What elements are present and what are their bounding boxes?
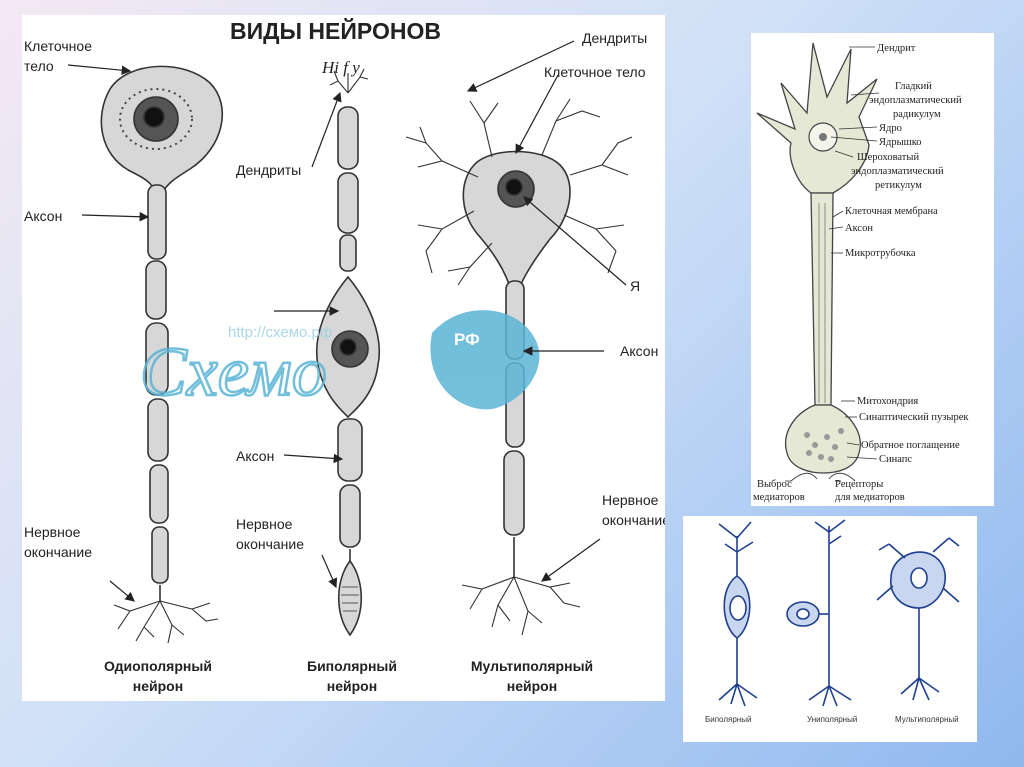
diagram-title: ВИДЫ НЕЙРОНОВ [230,17,441,44]
label-mitochondria: Митохондрия [857,396,918,407]
label-cell-body-1: Клеточное [24,38,92,54]
label-nerve-end-left-1: Нервное [24,524,81,540]
neuron-sketches-panel: Биполярный Униполярный Мультиполярный [683,516,977,742]
neuron-types-diagram: ВИДЫ НЕЙРОНОВ Hi f y [24,17,665,694]
label-release-2: медиаторов [753,492,805,503]
neuron-structure-diagram: Дендрит Гладкий эндоплазматический радик… [753,42,969,503]
label-axon-right: Аксон [620,343,658,359]
label-nerve-end-left-2: окончание [24,544,92,560]
label-smooth-er-3: радикулум [893,109,941,120]
caption-bipolar-1: Биполярный [307,658,397,674]
label-axon-left: Аксон [24,208,62,224]
label-nerve-end-mid-2: окончание [236,536,304,552]
label-cut-letter: Я [630,278,640,294]
label-nucleolus: Ядрышко [879,137,922,148]
caption-bipolar-2: нейрон [327,678,377,694]
label-axon-mid: Аксон [236,448,274,464]
neuron-types-panel: ВИДЫ НЕЙРОНОВ Hi f y [22,15,665,701]
label-rough-er-1: Шероховатый [857,152,919,163]
caption-multipolar-2: нейрон [507,678,557,694]
label-reuptake: Обратное поглащение [861,440,960,451]
label-nucleus: Ядро [879,123,902,134]
label-vesicle: Синаптический пузырек [859,412,969,423]
greek-annotation: Hi f y [321,58,360,77]
label-nerve-end-mid-1: Нервное [236,516,293,532]
watermark-url: http://схемо.рф [228,324,332,341]
label-nerve-end-right-2: окончание [602,512,665,528]
label-release-1: Выброс [757,479,792,490]
sketch-bipolar [718,521,758,707]
label-receptors-2: для медиаторов [835,492,905,503]
label-rough-er-2: эндоплазматический [851,166,944,177]
label-smooth-er-1: Гладкий [895,81,932,92]
label-dendrites-top: Дендриты [582,30,647,46]
sketch-multipolar [876,537,960,701]
label-cell-body-right: Клеточное тело [544,64,646,80]
label-smooth-er-2: эндоплазматический [869,95,962,106]
label-microtubule: Микротрубочка [845,248,916,259]
label-synapse: Синапс [879,454,912,465]
label-dendrites-mid: Дендриты [236,162,301,178]
sketch-unipolar [786,519,852,707]
caption-multipolar-1: Мультиполярный [471,658,593,674]
watermark-badge: РФ [454,330,480,349]
unipolar-neuron [100,65,224,644]
caption-unipolar-1: Одиополярный [104,658,212,674]
label-dendrite: Дендрит [877,43,916,54]
watermark: http://схемо.рф Схемо РФ [139,310,540,412]
label-receptors-1: Рецепторы [835,479,883,490]
caption-sketch-unipolar: Униполярный [807,715,857,724]
neuron-sketches-diagram: Биполярный Униполярный Мультиполярный [705,519,960,724]
label-axon-structure: Аксон [845,223,873,234]
caption-sketch-bipolar: Биполярный [705,715,751,724]
label-membrane: Клеточная мембрана [845,206,938,217]
watermark-logo: Схемо [140,334,327,411]
label-rough-er-3: ретикулум [875,180,922,191]
caption-sketch-multipolar: Мультиполярный [895,715,959,724]
caption-unipolar-2: нейрон [133,678,183,694]
label-cell-body-2: тело [24,58,54,74]
neuron-structure-panel: Дендрит Гладкий эндоплазматический радик… [751,33,994,506]
label-nerve-end-right-1: Нервное [602,492,659,508]
